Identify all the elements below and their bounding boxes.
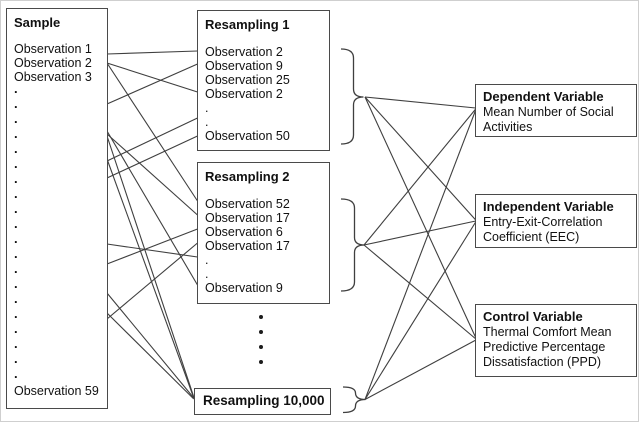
ellipsis-dot: .	[14, 141, 18, 156]
resample-draw-line	[106, 158, 195, 399]
resample-draw-line	[106, 228, 198, 265]
ellipsis-dot	[259, 315, 263, 319]
ellipsis-dot: .	[14, 156, 18, 171]
resampling-1-title: Resampling 1	[205, 17, 290, 32]
resample-draw-line	[106, 243, 198, 258]
ellipsis-dot: .	[14, 201, 18, 216]
observation-item: Observation 2	[205, 87, 283, 101]
ellipsis-dot: .	[14, 231, 18, 246]
dependent-variable-title: Dependent Variable	[483, 89, 604, 104]
ellipsis-dot: .	[14, 276, 18, 291]
sample-last-observation: Observation 59	[14, 384, 99, 398]
control-variable-description: Thermal Comfort Mean Predictive Percenta…	[483, 325, 612, 369]
ellipsis-dot: .	[14, 351, 18, 366]
spacer	[205, 33, 325, 45]
resample-draw-line	[106, 312, 195, 400]
resampling-final-box: Resampling 10,000	[194, 388, 331, 415]
observation-item: .	[205, 115, 209, 129]
mapping-line	[363, 108, 477, 246]
observation-item: Observation 2	[205, 45, 283, 59]
ellipsis-dot: .	[14, 96, 18, 111]
observation-item: Observation 2	[14, 56, 92, 70]
observation-item: Observation 17	[205, 211, 290, 225]
ellipsis-dot: .	[14, 261, 18, 276]
dependent-variable-box: Dependent Variable Mean Number of Social…	[475, 84, 637, 137]
ellipsis-dot: .	[14, 171, 18, 186]
resample-draw-line	[106, 133, 198, 216]
dependent-variable-description: Mean Number of Social Activities	[483, 105, 614, 134]
ellipsis-dot: .	[14, 81, 18, 96]
mapping-line	[364, 221, 477, 400]
resample-draw-line	[106, 130, 198, 286]
mapping-line	[364, 109, 477, 400]
observation-item: Observation 1	[14, 42, 92, 56]
independent-variable-description: Entry-Exit-Correlation Coefficient (EEC)	[483, 215, 603, 244]
observation-item: Observation 52	[205, 197, 290, 211]
observation-item: .	[205, 101, 209, 115]
observation-item: Observation 17	[205, 239, 290, 253]
observation-item: Observation 6	[205, 225, 283, 239]
ellipsis-dot: .	[14, 291, 18, 306]
observation-item: Observation 9	[205, 59, 283, 73]
resample-draw-line	[106, 135, 195, 398]
sample-ellipsis-dots: ....................	[14, 81, 104, 384]
resample-draw-line	[106, 117, 198, 162]
resampling-final-title: Resampling 10,000	[203, 393, 325, 408]
spacer	[14, 31, 104, 42]
mapping-line	[364, 339, 477, 400]
ellipsis-dot: .	[14, 366, 18, 381]
mapping-line	[363, 244, 477, 340]
observation-item: Observation 9	[205, 281, 283, 295]
resampling-2-title: Resampling 2	[205, 169, 290, 184]
ellipsis-dot: .	[14, 336, 18, 351]
curly-brace-resampling-2	[340, 198, 365, 292]
mapping-line	[364, 96, 477, 339]
ellipsis-dot	[259, 360, 263, 364]
ellipsis-dot	[259, 330, 263, 334]
sample-title: Sample	[14, 15, 61, 30]
observation-item: Observation 25	[205, 73, 290, 87]
control-variable-title: Control Variable	[483, 309, 583, 324]
ellipsis-dot: .	[14, 306, 18, 321]
resample-draw-line	[106, 63, 198, 105]
ellipsis-dot: .	[14, 111, 18, 126]
mapping-line	[364, 96, 476, 109]
mapping-line	[363, 220, 476, 246]
ellipsis-dot: .	[14, 126, 18, 141]
independent-variable-title: Independent Variable	[483, 199, 614, 214]
resample-draw-line	[106, 50, 198, 55]
observation-item: Observation 3	[14, 70, 92, 84]
resampling-to-variable-lines	[363, 96, 477, 400]
independent-variable-box: Independent Variable Entry-Exit-Correlat…	[475, 194, 637, 248]
control-variable-box: Control Variable Thermal Comfort Mean Pr…	[475, 304, 637, 377]
ellipsis-dot: .	[14, 321, 18, 336]
resampling-braces	[340, 48, 366, 414]
resample-draw-line	[106, 292, 195, 399]
spacer	[205, 185, 325, 197]
ellipsis-dot: .	[14, 246, 18, 261]
sample-to-resampling-lines	[106, 50, 198, 400]
curly-brace-resampling-final	[342, 386, 366, 414]
resample-draw-line	[106, 135, 198, 179]
mapping-line	[364, 96, 477, 221]
observation-item: .	[205, 267, 209, 281]
ellipsis-dot: .	[14, 186, 18, 201]
curly-brace-resampling-1	[340, 48, 364, 145]
ellipsis-dot	[259, 345, 263, 349]
resample-draw-line	[106, 62, 198, 202]
resample-draw-line	[106, 242, 198, 320]
observation-item: .	[205, 253, 209, 267]
vertical-ellipsis-dots	[251, 315, 271, 379]
resample-draw-line	[106, 62, 198, 93]
observation-item: Observation 50	[205, 129, 290, 143]
ellipsis-dot: .	[14, 216, 18, 231]
